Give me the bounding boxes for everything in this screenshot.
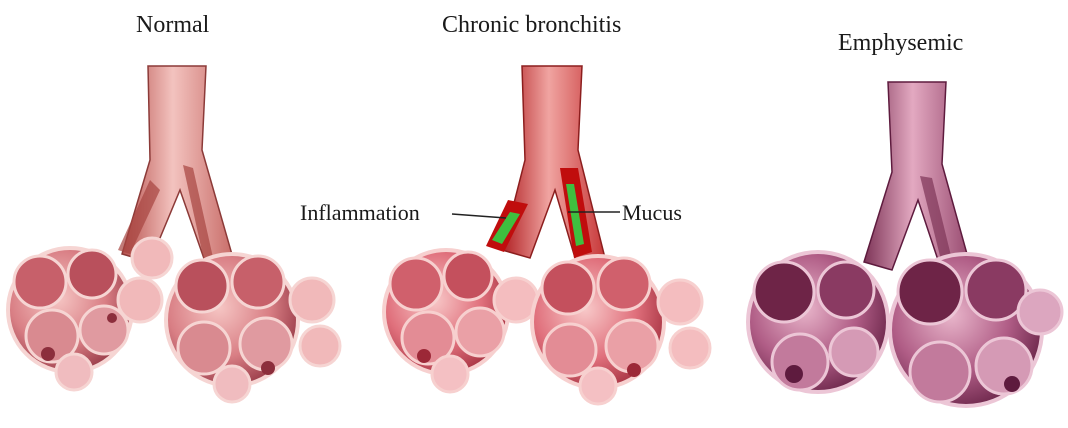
chronic-bronchitis-alveoli-panel xyxy=(384,66,710,404)
normal-alveoli-panel xyxy=(8,66,340,402)
mucus-label: Mucus xyxy=(622,200,682,226)
emphysemic-left-alveolar-cluster xyxy=(748,252,888,392)
emphysemic-right-alveolar-cluster xyxy=(890,254,1062,406)
chronic-trachea xyxy=(502,66,606,268)
inflammation-leader-line xyxy=(452,214,506,218)
inflammation-label: Inflammation xyxy=(300,200,420,226)
normal-right-alveolar-cluster xyxy=(166,254,340,402)
chronic-left-alveolar-cluster xyxy=(384,250,538,392)
normal-trachea xyxy=(122,66,235,270)
emphysemic-alveoli-panel xyxy=(748,82,1062,406)
normal-left-alveolar-cluster xyxy=(8,238,172,390)
chronic-right-alveolar-cluster xyxy=(532,256,710,404)
emphysemic-trachea xyxy=(864,82,972,278)
